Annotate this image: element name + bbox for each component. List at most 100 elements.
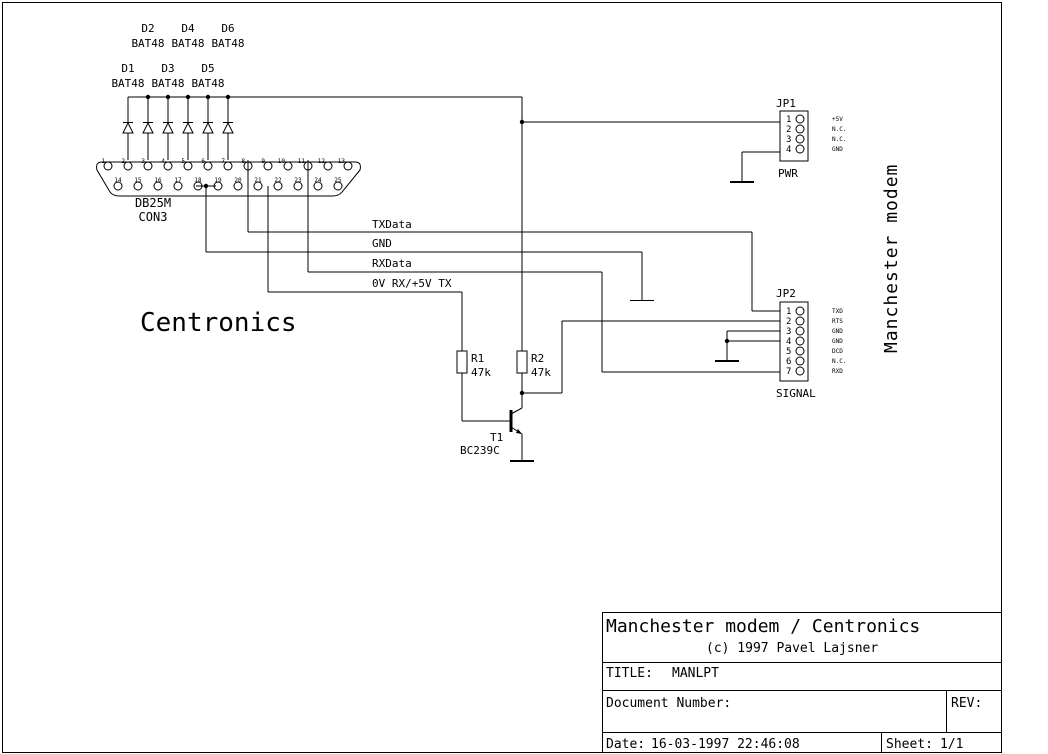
project-copyright: (c) 1997 Pavel Lajsner	[706, 641, 878, 656]
db25-pin-21: 21	[253, 177, 263, 191]
jp2-pin-number: 5	[786, 347, 791, 357]
db25-pin-14: 14	[113, 177, 123, 191]
db25-pin-label: 19	[214, 177, 222, 184]
jp1-signal-label: N.C.	[832, 136, 846, 143]
jp1-ref: JP1	[776, 97, 796, 110]
db25-pin-22: 22	[273, 177, 283, 191]
db25-pin-label: 22	[274, 177, 282, 184]
jp2-signal-label: RXD	[832, 368, 843, 375]
resistor-value-r1: 47k	[471, 366, 491, 379]
title-block: Manchester modem / Centronics (c) 1997 P…	[602, 612, 1002, 753]
db25-pin-label: 4	[161, 158, 165, 165]
diode-d2	[142, 97, 154, 160]
net-gnd: GND	[372, 237, 392, 250]
db25-pin-label: 20	[234, 177, 242, 184]
db25-pin-label: 10	[278, 158, 286, 165]
db25-pin-6: 6	[201, 158, 213, 171]
jp1-pin-number: 2	[786, 125, 791, 135]
resistor-r2: R2 47k	[516, 350, 551, 408]
manchester-vertical-label: Manchester modem	[881, 164, 902, 353]
jp1-signal-label: GND	[832, 146, 843, 153]
jp1-pin-number: 3	[786, 135, 791, 145]
jp2-ref: JP2	[776, 287, 796, 300]
db25-pin-label: 2	[121, 158, 125, 165]
jp2-signal-label: DCD	[832, 348, 843, 355]
jp2-pin-number: 1	[786, 307, 791, 317]
db25-pin-16: 16	[153, 177, 163, 191]
db25-pin-label: 3	[141, 158, 145, 165]
db25-pin-15: 15	[133, 177, 143, 191]
title-value: MANLPT	[672, 666, 719, 681]
diode-value-d2: BAT48	[131, 37, 164, 50]
jp1-pin-2: 2 N.C.	[786, 124, 846, 135]
db25-pin-4: 4	[161, 158, 173, 171]
diode-value-d6: BAT48	[211, 37, 244, 50]
diode-ref-d6: D6	[221, 22, 234, 35]
rev-label: REV:	[951, 696, 982, 711]
document-number-label: Document Number:	[606, 696, 731, 711]
db25-pin-label: 18	[194, 177, 202, 184]
date-value: 16-03-1997 22:46:08	[651, 737, 800, 752]
project-title: Manchester modem / Centronics	[606, 616, 920, 637]
resistor-value-r2: 47k	[531, 366, 551, 379]
db25-pin-label: 11	[298, 158, 306, 165]
db25-pin-23: 23	[293, 177, 303, 191]
resistor-ref-r1: R1	[471, 352, 484, 365]
diode-ref-d3: D3	[161, 62, 174, 75]
jp1-pin-number: 4	[786, 145, 791, 155]
sheet-value: 1/1	[940, 737, 963, 752]
jp1-signal-label: N.C.	[832, 126, 846, 133]
db25-pin-5: 5	[181, 158, 193, 171]
jp2-name: SIGNAL	[776, 387, 816, 400]
diode-value-d5: BAT48	[191, 77, 224, 90]
jp2-pin-number: 7	[786, 367, 791, 377]
db25-pin-label: 6	[201, 158, 205, 165]
jp1-pin-3: 3 N.C.	[786, 134, 846, 145]
net-txdata: TXData	[372, 218, 412, 231]
db25-pin-label: 23	[294, 177, 302, 184]
date-label: Date:	[606, 737, 645, 752]
transistor-value: BC239C	[460, 444, 500, 457]
diode-value-d3: BAT48	[151, 77, 184, 90]
db25-pin-label: 8	[241, 158, 245, 165]
jp2-pin-number: 3	[786, 327, 791, 337]
db25-pin-10: 10	[278, 158, 293, 171]
db25-pin-12: 12	[318, 158, 333, 171]
transistor-ref: T1	[490, 431, 503, 444]
db25-pin-9: 9	[261, 158, 273, 171]
diode-value-d1: BAT48	[111, 77, 144, 90]
net-rxdata: RXData	[372, 257, 412, 270]
jp2-pin-number: 4	[786, 337, 791, 347]
db25-pin-label: 25	[334, 177, 342, 184]
sheet-label: Sheet:	[886, 737, 933, 752]
db25-pin-label: 17	[174, 177, 182, 184]
db25-pin-label: 14	[114, 177, 122, 184]
title-label: TITLE:	[606, 666, 653, 681]
db25-pin-label: 21	[254, 177, 262, 184]
db25-pin-19: 19	[213, 177, 223, 191]
diode-d4	[182, 97, 194, 160]
db25-pin-8: 8	[241, 158, 253, 171]
jp1-signal-label: +5V	[832, 116, 843, 123]
diode-array: D2 D4 D6 BAT48 BAT48 BAT48 D1 D3 D5 BAT4…	[111, 22, 522, 160]
signal-wires: TXData GND RXData 0V RX/+5V TX	[196, 97, 780, 373]
db25-pin-25: 25	[333, 177, 343, 191]
db25-pin-1: 1	[101, 158, 113, 171]
diode-d3	[162, 97, 174, 160]
diode-ref-d1: D1	[121, 62, 134, 75]
jp2-pin-number: 6	[786, 357, 791, 367]
jp2-pin-number: 2	[786, 317, 791, 327]
resistor-r1: R1 47k	[456, 350, 510, 422]
jp2-pin-5: 5 DCD	[786, 346, 843, 357]
diode-ref-d4: D4	[181, 22, 195, 35]
diode-d1	[122, 97, 134, 160]
db25-pin-13: 13	[338, 158, 353, 171]
